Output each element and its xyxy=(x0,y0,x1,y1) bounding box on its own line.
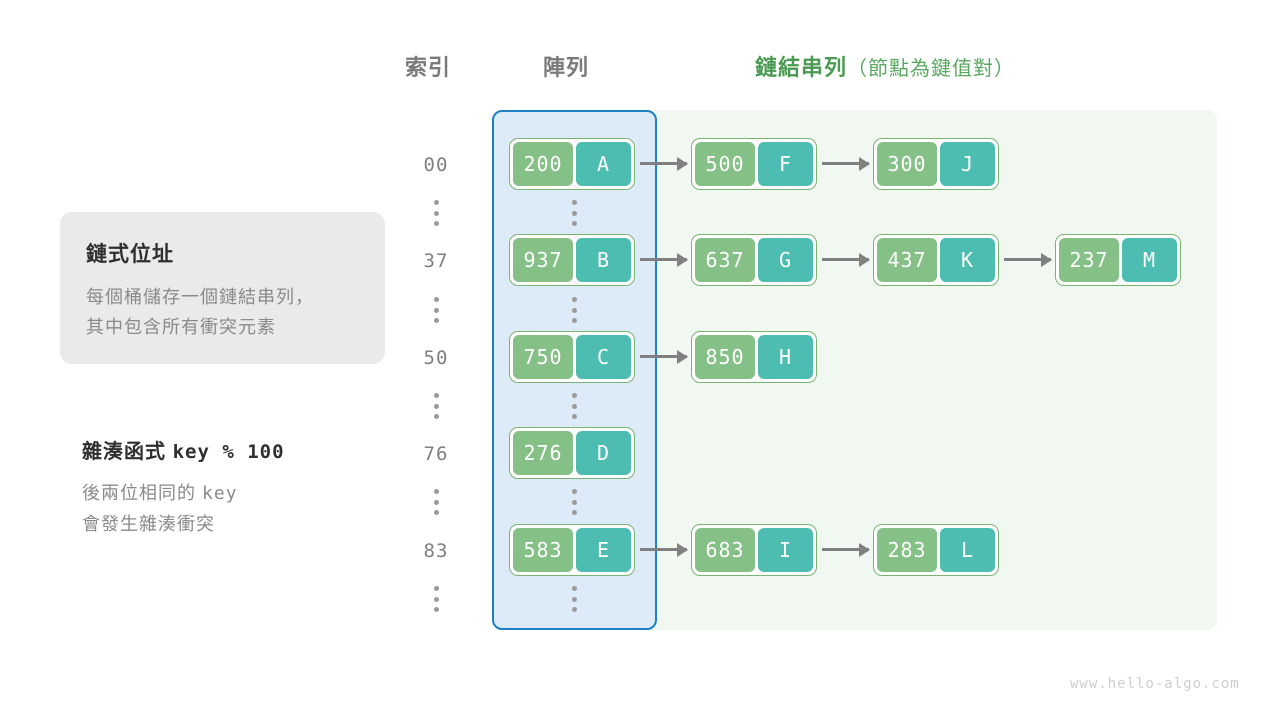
index-ellipsis xyxy=(429,586,443,612)
node-value: I xyxy=(758,528,813,572)
hash-note-key-token: key xyxy=(202,483,238,504)
hash-note-line-1: 後兩位相同的 key xyxy=(82,478,412,509)
bucket-ellipsis xyxy=(567,393,581,419)
bucket-ellipsis xyxy=(567,489,581,515)
callout-description: 每個桶儲存一個鏈結串列， 其中包含所有衝突元素 xyxy=(86,282,359,342)
link-arrow xyxy=(822,252,870,267)
node-key: 437 xyxy=(877,238,937,282)
node-key: 200 xyxy=(513,142,573,186)
linked-list-title: 鏈結串列 xyxy=(755,55,848,80)
node-value: F xyxy=(758,142,813,186)
callout-chaining: 鏈式位址 每個桶儲存一個鏈結串列， 其中包含所有衝突元素 xyxy=(60,212,385,364)
index-ellipsis xyxy=(429,393,443,419)
node-value: G xyxy=(758,238,813,282)
node-key: 276 xyxy=(513,431,573,475)
column-header-index: 索引 xyxy=(405,55,452,80)
node-key: 500 xyxy=(695,142,755,186)
node-key: 850 xyxy=(695,335,755,379)
link-arrow xyxy=(640,156,688,171)
bucket-index: 00 xyxy=(423,154,449,176)
hash-function-expression: key % 100 xyxy=(172,441,285,463)
node-key: 683 xyxy=(695,528,755,572)
node-key: 300 xyxy=(877,142,937,186)
link-arrow xyxy=(822,542,870,557)
index-ellipsis xyxy=(429,200,443,226)
column-header-linked-list: 鏈結串列（節點為鍵值對） xyxy=(755,50,1015,82)
bucket-index: 83 xyxy=(423,540,449,562)
node-key: 750 xyxy=(513,335,573,379)
callout-line-2: 其中包含所有衝突元素 xyxy=(86,317,276,337)
bucket-ellipsis xyxy=(567,297,581,323)
link-arrow xyxy=(640,542,688,557)
link-arrow xyxy=(640,349,688,364)
node-value: E xyxy=(576,528,631,572)
bucket-index: 37 xyxy=(423,250,449,272)
node-value: B xyxy=(576,238,631,282)
hash-function-description: 後兩位相同的 key 會發生雜湊衝突 xyxy=(82,478,412,540)
bucket-ellipsis xyxy=(567,586,581,612)
node-key: 583 xyxy=(513,528,573,572)
link-arrow xyxy=(822,156,870,171)
node-value: H xyxy=(758,335,813,379)
watermark: www.hello-algo.com xyxy=(1070,676,1240,692)
node-value: C xyxy=(576,335,631,379)
hash-function-title: 雜湊函式 key % 100 xyxy=(82,435,412,464)
bucket-index: 76 xyxy=(423,443,449,465)
link-arrow xyxy=(640,252,688,267)
callout-line-1: 每個桶儲存一個鏈結串列， xyxy=(86,287,314,307)
callout-title: 鏈式位址 xyxy=(86,243,174,266)
node-key: 637 xyxy=(695,238,755,282)
linked-list-subtitle: （節點為鍵值對） xyxy=(847,58,1016,80)
column-header-array: 陣列 xyxy=(543,55,590,80)
bucket-ellipsis xyxy=(567,200,581,226)
hash-note-line-1-text: 後兩位相同的 xyxy=(82,483,196,503)
node-key: 283 xyxy=(877,528,937,572)
node-key: 237 xyxy=(1059,238,1119,282)
node-value: M xyxy=(1122,238,1177,282)
hash-function-note: 雜湊函式 key % 100 後兩位相同的 key 會發生雜湊衝突 xyxy=(82,435,412,540)
node-value: L xyxy=(940,528,995,572)
index-ellipsis xyxy=(429,489,443,515)
hash-function-label: 雜湊函式 xyxy=(82,441,166,463)
node-value: D xyxy=(576,431,631,475)
node-value: J xyxy=(940,142,995,186)
node-value: A xyxy=(576,142,631,186)
link-arrow xyxy=(1004,252,1052,267)
node-key: 937 xyxy=(513,238,573,282)
index-ellipsis xyxy=(429,297,443,323)
bucket-index: 50 xyxy=(423,347,449,369)
hash-note-line-2: 會發生雜湊衝突 xyxy=(82,514,215,534)
node-value: K xyxy=(940,238,995,282)
